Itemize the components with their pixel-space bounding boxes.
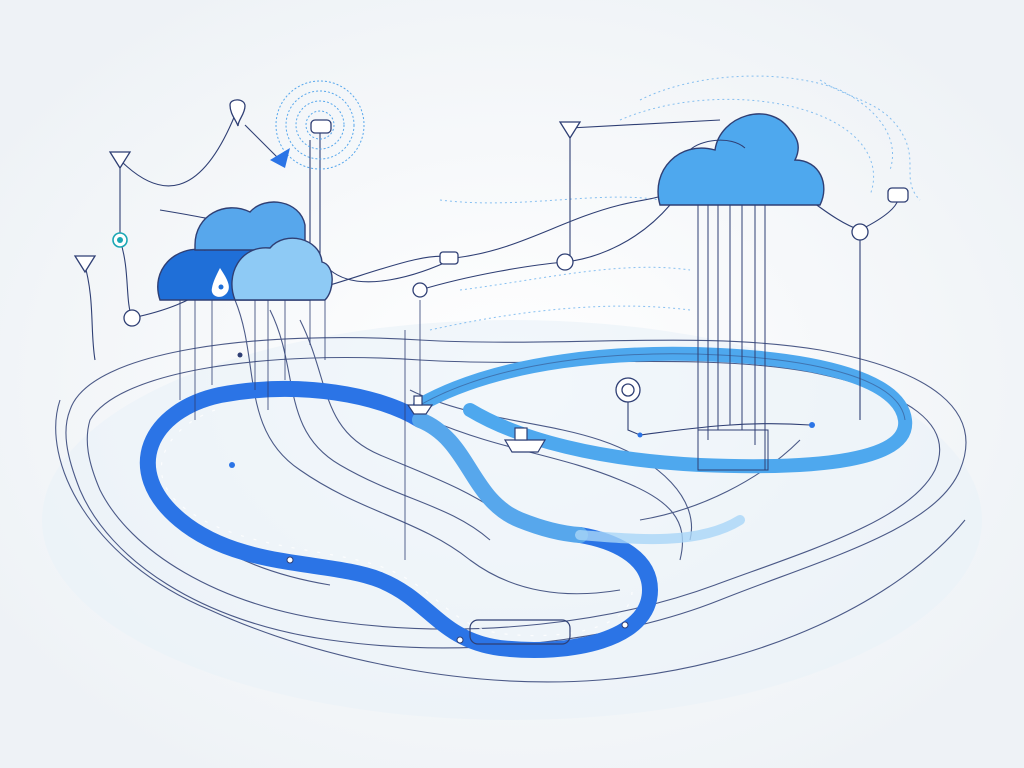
cloud-icon — [657, 113, 825, 206]
cloud-icon — [231, 237, 333, 301]
flow-dots — [229, 352, 815, 644]
water-drop-icon — [211, 268, 229, 297]
wind-streams — [429, 75, 921, 331]
map-pin-icon — [123, 223, 869, 403]
rain-lines-right — [697, 205, 769, 471]
ribbon-light-loop-edge — [419, 353, 906, 421]
dock-platform — [469, 619, 571, 645]
boat-icon — [406, 395, 547, 453]
signal-arrow-icon — [270, 148, 290, 168]
map-pin-icon — [117, 237, 123, 243]
map-pin-icon — [310, 119, 909, 265]
ribbon-center-line — [160, 409, 633, 637]
signal-broadcast-icon — [275, 80, 365, 170]
ribbon-river-main — [140, 381, 659, 658]
ribbon-river-mist — [575, 515, 745, 545]
ribbon-river-highlight — [412, 412, 588, 543]
map-pin-icon — [73, 99, 582, 274]
rain-lines-left — [179, 300, 421, 560]
cloud-icon — [194, 201, 306, 251]
